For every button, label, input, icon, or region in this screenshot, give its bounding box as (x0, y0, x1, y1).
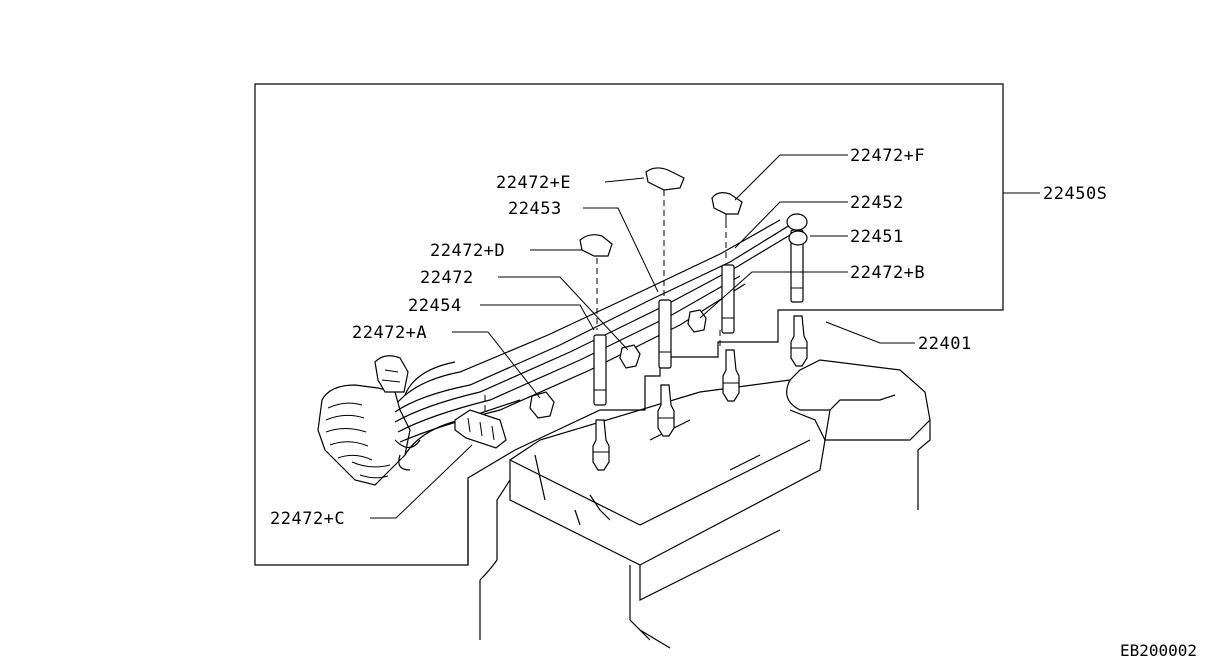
label-22472-e: 22472+E (496, 173, 571, 193)
engine-block (467, 359, 931, 649)
label-22472-a: 22472+A (352, 323, 427, 343)
ignition-coil-assembly (317, 355, 411, 486)
callout-frame (254, 83, 1004, 566)
label-22452: 22452 (850, 193, 904, 213)
leader-lines (370, 154, 1040, 519)
reference-code: EB200002 (1120, 641, 1197, 660)
plug-lead-ends (593, 213, 808, 406)
label-22401: 22401 (918, 334, 972, 354)
label-22472-b: 22472+B (850, 263, 925, 283)
lead-clamps (454, 167, 743, 449)
label-22472-d: 22472+D (430, 241, 505, 261)
label-22454: 22454 (408, 296, 462, 316)
label-22451: 22451 (850, 227, 904, 247)
spark-plugs (592, 315, 808, 471)
label-22472: 22472 (420, 268, 474, 288)
label-22472-c: 22472+C (270, 509, 345, 529)
label-22472-f: 22472+F (850, 146, 925, 166)
callout-labels: 22472+F 22472+E 22453 22452 22450S 22472… (270, 146, 1107, 529)
label-22450s: 22450S (1043, 184, 1107, 204)
assembly-lines (484, 190, 727, 415)
label-22453: 22453 (508, 199, 562, 219)
